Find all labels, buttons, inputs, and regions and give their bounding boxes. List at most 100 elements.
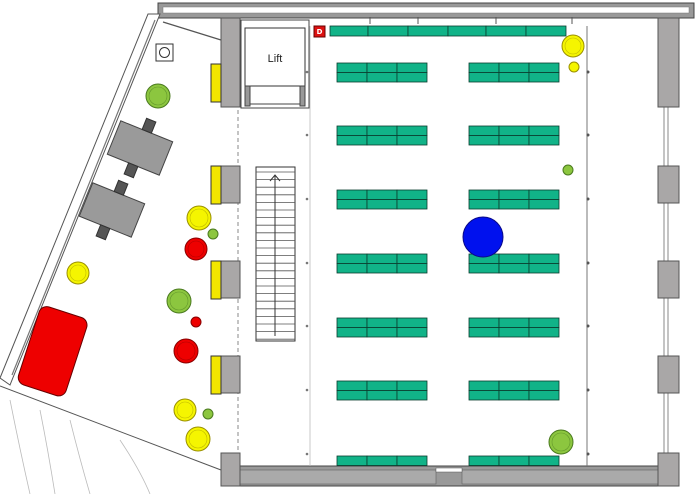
desk[interactable] xyxy=(525,25,567,37)
desk[interactable] xyxy=(528,390,560,401)
desk[interactable] xyxy=(366,317,398,328)
desk[interactable] xyxy=(468,189,500,200)
plant-pot-icon[interactable] xyxy=(548,429,574,455)
desk[interactable] xyxy=(468,317,500,328)
desk[interactable] xyxy=(366,327,398,338)
desk[interactable] xyxy=(336,455,368,466)
sofa-icon[interactable] xyxy=(75,172,149,249)
plant-pot-icon[interactable] xyxy=(166,288,192,314)
desk[interactable] xyxy=(498,135,530,146)
desk[interactable] xyxy=(498,199,530,210)
desk[interactable] xyxy=(528,199,560,210)
desk[interactable] xyxy=(336,253,368,264)
red-sofa[interactable] xyxy=(16,305,89,398)
desk[interactable] xyxy=(485,25,527,37)
desk[interactable] xyxy=(396,189,428,200)
desk[interactable] xyxy=(336,390,368,401)
desk[interactable] xyxy=(367,25,409,37)
seat-yellow[interactable] xyxy=(186,205,212,231)
plant-pot-icon[interactable] xyxy=(145,83,171,109)
desk[interactable] xyxy=(447,25,487,37)
plant-pot-icon[interactable] xyxy=(207,228,219,240)
seat-red[interactable] xyxy=(190,316,202,328)
desk[interactable] xyxy=(366,135,398,146)
seat-yellow[interactable] xyxy=(568,61,580,73)
desk[interactable] xyxy=(498,62,530,73)
desk[interactable] xyxy=(498,380,530,391)
desk[interactable] xyxy=(336,135,368,146)
desk[interactable] xyxy=(407,25,449,37)
desk[interactable] xyxy=(396,253,428,264)
desk[interactable] xyxy=(336,125,368,136)
desk[interactable] xyxy=(366,380,398,391)
lift[interactable]: Lift xyxy=(240,19,310,109)
desk[interactable] xyxy=(396,125,428,136)
desk[interactable] xyxy=(366,199,398,210)
desk[interactable] xyxy=(366,253,398,264)
desk[interactable] xyxy=(396,380,428,391)
desk[interactable] xyxy=(366,189,398,200)
desk[interactable] xyxy=(336,199,368,210)
desk[interactable] xyxy=(468,327,500,338)
desk[interactable] xyxy=(396,135,428,146)
desk[interactable] xyxy=(468,263,500,274)
top-desk-row[interactable] xyxy=(329,25,567,37)
desk[interactable] xyxy=(528,62,560,73)
desk[interactable] xyxy=(528,317,560,328)
seat-yellow[interactable] xyxy=(185,426,211,452)
desk[interactable] xyxy=(366,125,398,136)
desk[interactable] xyxy=(336,263,368,274)
desk[interactable] xyxy=(468,72,500,83)
desk[interactable] xyxy=(396,199,428,210)
location-marker-icon[interactable] xyxy=(462,216,504,258)
desk[interactable] xyxy=(396,317,428,328)
desk[interactable] xyxy=(468,455,500,466)
desk[interactable] xyxy=(468,135,500,146)
desk[interactable] xyxy=(528,455,560,466)
desk[interactable] xyxy=(366,455,398,466)
desk[interactable] xyxy=(498,327,530,338)
desk[interactable] xyxy=(498,72,530,83)
desk[interactable] xyxy=(396,327,428,338)
desk[interactable] xyxy=(468,62,500,73)
seat-red[interactable] xyxy=(173,338,199,364)
desk[interactable] xyxy=(329,25,369,37)
desk[interactable] xyxy=(396,263,428,274)
desk[interactable] xyxy=(528,253,560,264)
plant-pot-icon[interactable] xyxy=(202,408,214,420)
desk[interactable] xyxy=(498,263,530,274)
desk[interactable] xyxy=(528,263,560,274)
desk[interactable] xyxy=(498,390,530,401)
desk[interactable] xyxy=(396,390,428,401)
desk[interactable] xyxy=(528,327,560,338)
desk[interactable] xyxy=(468,390,500,401)
desk[interactable] xyxy=(468,125,500,136)
desk[interactable] xyxy=(336,72,368,83)
desk[interactable] xyxy=(498,125,530,136)
desk[interactable] xyxy=(498,253,530,264)
desk[interactable] xyxy=(336,62,368,73)
desk[interactable] xyxy=(468,199,500,210)
desk[interactable] xyxy=(366,72,398,83)
desk[interactable] xyxy=(336,327,368,338)
desk[interactable] xyxy=(528,72,560,83)
desk[interactable] xyxy=(366,263,398,274)
desk[interactable] xyxy=(336,380,368,391)
desk[interactable] xyxy=(336,317,368,328)
desk[interactable] xyxy=(468,380,500,391)
desk[interactable] xyxy=(396,62,428,73)
desk[interactable] xyxy=(528,380,560,391)
desk[interactable] xyxy=(336,189,368,200)
plant-pot-icon[interactable] xyxy=(562,164,574,176)
sofa-icon[interactable] xyxy=(103,110,177,187)
desk[interactable] xyxy=(528,135,560,146)
desk[interactable] xyxy=(366,62,398,73)
desk[interactable] xyxy=(528,189,560,200)
desk[interactable] xyxy=(498,455,530,466)
desk[interactable] xyxy=(528,125,560,136)
desk[interactable] xyxy=(498,317,530,328)
desk[interactable] xyxy=(396,72,428,83)
desk[interactable] xyxy=(396,455,428,466)
desk[interactable] xyxy=(366,390,398,401)
desk[interactable] xyxy=(498,189,530,200)
